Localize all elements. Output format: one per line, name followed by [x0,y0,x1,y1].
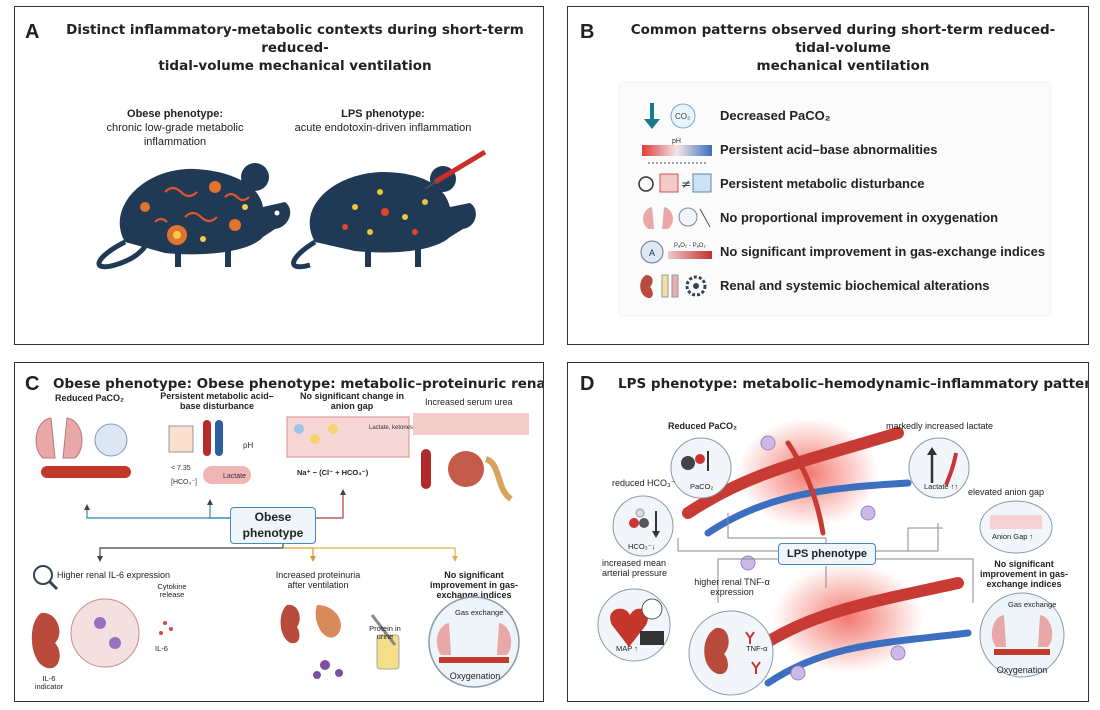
anion-gap-icon [979,500,1053,554]
panel-title: Distinct inflammatory-metabolic contexts… [60,21,530,75]
tnf-label: higher renal TNF-α expression [694,577,770,597]
lactate-label: markedly increased lactate [886,421,994,431]
acid-base-label: Persistent metabolic acid–base disturban… [160,391,274,411]
anion-gap-formula: Na⁺ − (Cl⁻ + HCO₃⁻) [297,468,369,477]
patterns-card: CO₂ Decreased PaCO₂ pH Persistent acid–b… [620,83,1050,315]
pattern-label: No significant improvement in gas-exchan… [720,244,1046,259]
reduced-paco2-label: Reduced PaCO₂ [668,421,738,431]
vessels-illustration [677,418,974,687]
hco3-small-label: HCO₃⁻↓ [628,542,656,551]
anion-gap-label: elevated anion gap [968,487,1045,497]
panel-title-line1: Common patterns observed during short-te… [630,22,1056,56]
tnf-small-label: TNF-α [746,644,768,653]
proteinuria-label: Increased proteinuria after ventilation [275,570,361,590]
svg-text:≠: ≠ [681,177,691,191]
svg-text:< 7.35: < 7.35 [171,465,191,472]
lps-mouse-icon [291,149,487,270]
obese-phenotype-label: Obese phenotype: chronic low-grade metab… [75,107,275,149]
panel-title: Common patterns observed during short-te… [613,21,1073,75]
anion-small-label: Anion Gap ↑ [992,532,1034,541]
pattern-label: No proportional improvement in oxygenati… [720,210,999,225]
obese-phenotype-node: Obese phenotype [230,507,316,544]
heart-pressure-icon [597,588,671,662]
oxygenation-label: Oxygenation [996,665,1048,675]
panel-title-line2: mechanical ventilation [756,58,930,74]
lactate-icon [908,437,970,499]
no-improvement-label: No significant improvement in gas-exchan… [979,559,1069,589]
il6-expression-label: Higher renal IL-6 expression [57,570,171,580]
panel-letter: A [25,21,40,43]
gas-exchange-label: Gas exchange [1008,600,1057,609]
map-small-label: MAP ↑ [616,644,638,653]
oxygenation-label: Oxygenation [449,671,501,681]
svg-text:[HCO₃⁻]: [HCO₃⁻] [171,479,197,486]
panel-title-line1: Distinct inflammatory-metabolic contexts… [66,22,524,56]
panel-c: C Obese phenotype: Obese phenotype: meta… [14,362,544,702]
svg-text:pH: pH [243,441,253,450]
cytokine-release-label: Cytokine release [157,582,187,599]
protein-urine-label: Protein in urine [369,624,401,641]
svg-text:CO₂: CO₂ [675,112,690,121]
alveolus-gradient-icon: A PₐO₂ - PₐO₂ [640,240,712,264]
pattern-label: Renal and systemic biochemical alteratio… [720,278,990,293]
pattern-label: Persistent metabolic disturbance [720,176,925,191]
serum-urea-label: Increased serum urea [425,397,513,407]
paco2-icon [670,437,732,499]
kidney-il6-icon [31,565,173,669]
lungs-icon [35,417,131,478]
anion-gap-icon: Lactate, ketones [286,416,413,458]
gas-exchange-label: Gas exchange [455,608,504,617]
paco2-small-label: PaCO₂ [690,482,714,491]
ph-scale-icon: pH [642,138,712,164]
not-equal-icon: ≠ [638,173,712,193]
hco3-label: reduced HCO₃⁻ [612,478,676,488]
svg-text:PₐO₂ - PₐO₂: PₐO₂ - PₐO₂ [674,243,706,249]
obese-desc: chronic low-grade metabolic inflammation [106,122,244,148]
lungs-o2-icon [643,207,711,229]
lactate-small-label: Lactate ↑↑ [924,482,959,491]
gas-exchange-icon [428,596,520,688]
svg-text:Lactate, ketones: Lactate, ketones [369,425,413,431]
pattern-label: Decreased PaCO₂ [720,108,831,123]
svg-text:Lactate: Lactate [223,473,246,480]
hco3-icon [612,495,674,557]
map-label: increased mean arterial pressure [602,558,668,578]
il6-indicator-label: IL-6 indicator [34,674,64,691]
obese-mouse-icon [96,163,291,270]
il6-label: IL-6 [155,644,168,653]
arrow-down-co2-icon: CO₂ [644,103,696,129]
lps-desc: acute endotoxin-driven inflammation [294,122,472,134]
panel-title-line2: tidal-volume mechanical ventilation [158,58,432,74]
lps-phenotype-node: LPS phenotype [778,543,876,565]
kidney-gear-icon [640,274,707,299]
kidney-tnf-icon [688,610,774,696]
lps-phenotype-label: LPS phenotype: acute endotoxin-driven in… [283,107,483,135]
no-improvement-label: No significant improvement in gas-exchan… [429,570,519,600]
gas-exchange-icon [979,592,1065,678]
anion-gap-label: No significant change in anion gap [299,391,404,411]
pattern-label: Persistent acid–base abnormalities [720,142,938,157]
panel-letter: D [580,373,595,395]
obese-title: Obese phenotype: [127,108,223,120]
svg-text:A: A [649,248,655,258]
panel-title: Obese phenotype: Obese phenotype: metabo… [53,376,543,392]
panel-letter: B [580,21,595,43]
panel-title: LPS phenotype: metabolic–hemodynamic–inf… [618,376,1089,392]
kidney-urea-icon [413,413,529,502]
lps-title: LPS phenotype: [341,108,425,120]
panel-d: D LPS phenotype: metabolic–hemodynamic–i… [567,362,1089,702]
reduced-paco2-label: Reduced PaCO₂ [55,393,125,403]
proteinuria-icon [280,604,400,679]
acid-base-icon: Lactate pH < 7.35 [HCO₃⁻] [168,420,253,486]
panel-a: A Distinct inflammatory-metabolic contex… [14,6,544,345]
panel-letter: C [25,373,40,395]
svg-text:pH: pH [672,138,681,145]
